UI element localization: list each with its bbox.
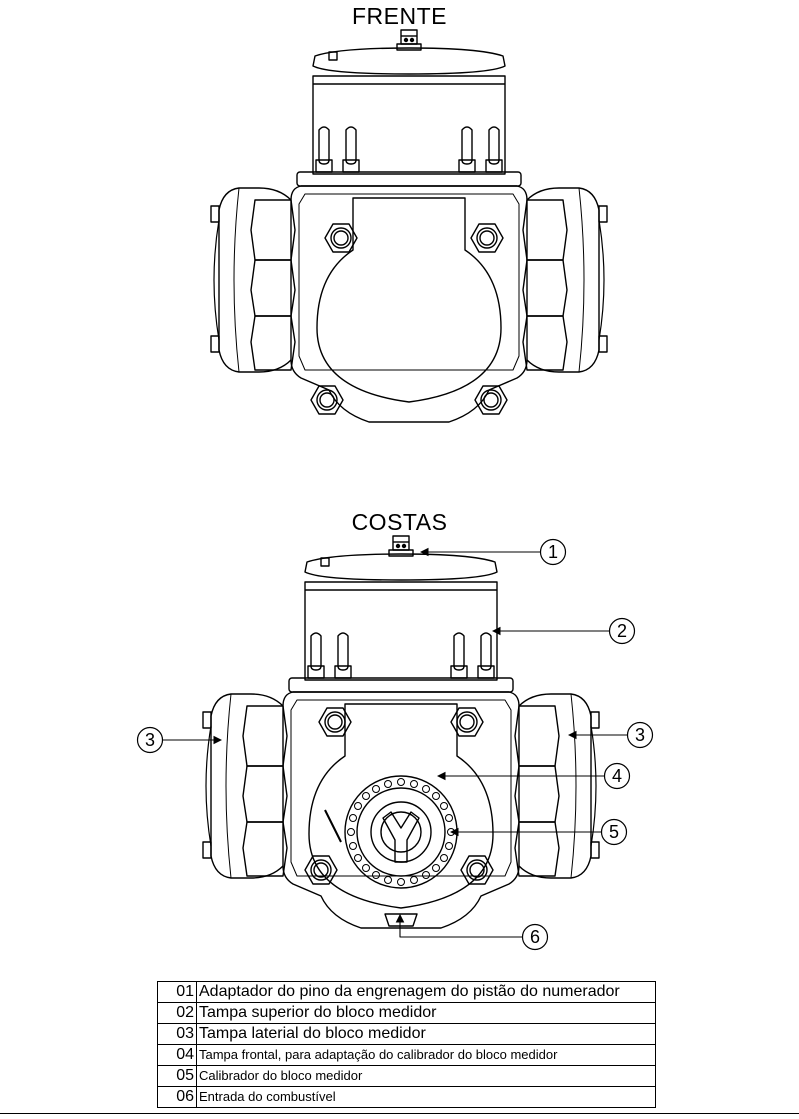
legend-table: 01 Adaptador do pino da engrenagem do pi… — [157, 981, 656, 1108]
legend-number: 03 — [157, 1023, 197, 1045]
legend-row: 04 Tampa frontal, para adaptação do cali… — [157, 1044, 656, 1066]
legend-number: 01 — [157, 981, 197, 1003]
legend-number: 04 — [157, 1044, 197, 1066]
back-view — [202, 535, 600, 929]
callout-label-6: 6 — [530, 927, 540, 947]
legend-row: 01 Adaptador do pino da engrenagem do pi… — [157, 981, 656, 1003]
callout-circle-1 — [539, 538, 567, 566]
legend-number: 06 — [157, 1086, 197, 1108]
legend-row: 06 Entrada do combustível — [157, 1086, 656, 1108]
front-view-title: FRENTE — [352, 3, 447, 29]
callout-circle-5 — [600, 818, 628, 846]
callout-label-5: 5 — [609, 822, 619, 842]
callout-label-3-right: 3 — [635, 725, 645, 745]
callout-leaders — [163, 547, 627, 938]
callout-circle-4 — [603, 762, 631, 790]
callout-circle-6 — [521, 923, 549, 951]
callout-circles — [136, 538, 654, 951]
legend-description: Entrada do combustível — [196, 1086, 656, 1108]
back-view-title: COSTAS — [351, 509, 448, 535]
legend-number: 02 — [157, 1002, 197, 1024]
callout-label-2: 2 — [617, 621, 627, 641]
callout-label-4: 4 — [612, 766, 622, 786]
callout-circle-2 — [608, 617, 636, 645]
callout-circle-3-right — [626, 721, 654, 749]
legend-description: Adaptador do pino da engrenagem do pistã… — [196, 981, 656, 1003]
callout-circle-3-left — [136, 726, 164, 754]
legend-description: Tampa frontal, para adaptação do calibra… — [196, 1044, 656, 1066]
legend-row: 05 Calibrador do bloco medidor — [157, 1065, 656, 1087]
legend-number: 05 — [157, 1065, 197, 1087]
bottom-divider — [0, 1113, 799, 1114]
legend-description: Tampa superior do bloco medidor — [196, 1002, 656, 1024]
front-view — [210, 29, 608, 423]
legend-description: Tampa laterial do bloco medidor — [196, 1023, 656, 1045]
legend-row: 02 Tampa superior do bloco medidor — [157, 1002, 656, 1024]
legend-row: 03 Tampa laterial do bloco medidor — [157, 1023, 656, 1045]
legend-description: Calibrador do bloco medidor — [196, 1065, 656, 1087]
callout-label-3-left: 3 — [145, 730, 155, 750]
callout-label-1: 1 — [548, 542, 558, 562]
calibrator — [324, 775, 458, 889]
